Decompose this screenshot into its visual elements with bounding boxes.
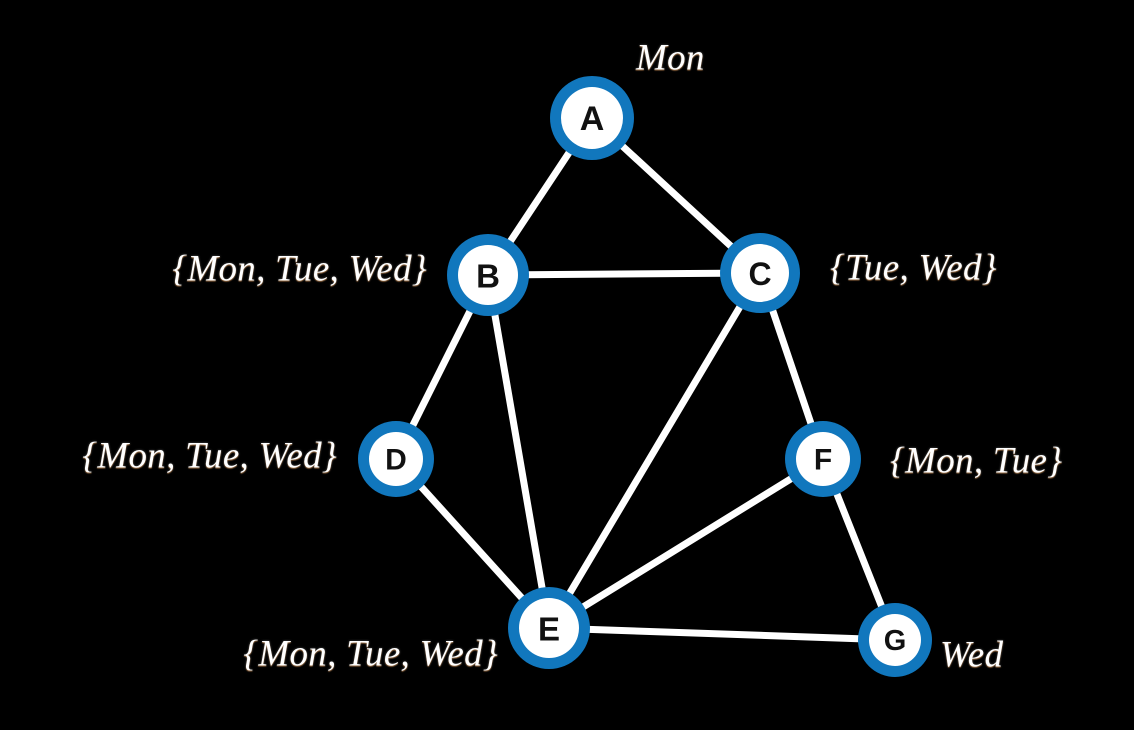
domain-label-f: {Mon, Tue} [890,440,1063,482]
node-d[interactable]: D [358,421,434,497]
domain-label-c: {Tue, Wed} [830,247,997,289]
edge-b-e [484,271,553,632]
node-g[interactable]: G [858,603,932,677]
node-label-g: G [884,625,907,657]
edge-e-f [545,455,827,632]
node-label-a: A [580,100,605,138]
domain-label-d: {Mon, Tue, Wed} [82,435,337,477]
node-label-f: F [814,444,832,477]
node-label-c: C [748,256,771,292]
edge-e-g [545,624,899,644]
edges-layer [392,114,899,644]
domain-label-g: Wed [940,634,1004,676]
edge-c-e [545,269,764,632]
node-a[interactable]: A [550,76,634,160]
edge-b-c [484,269,764,279]
node-label-d: D [385,444,407,477]
domain-label-a: Mon [636,37,705,79]
node-disc-b [458,245,518,305]
node-label-b: B [476,258,500,295]
node-disc-d [369,432,423,486]
domain-label-b: {Mon, Tue, Wed} [172,248,427,290]
node-c[interactable]: C [720,233,800,313]
node-f[interactable]: F [785,421,861,497]
node-disc-f [796,432,850,486]
nodes-layer: A B C D E F G [358,76,932,677]
node-disc-g [869,614,921,666]
node-e[interactable]: E [508,587,590,669]
domain-label-e: {Mon, Tue, Wed} [243,633,498,675]
node-b[interactable]: B [447,234,529,316]
node-disc-e [519,598,579,658]
node-disc-c [731,244,789,302]
node-disc-a [561,87,623,149]
node-label-e: E [538,611,560,648]
